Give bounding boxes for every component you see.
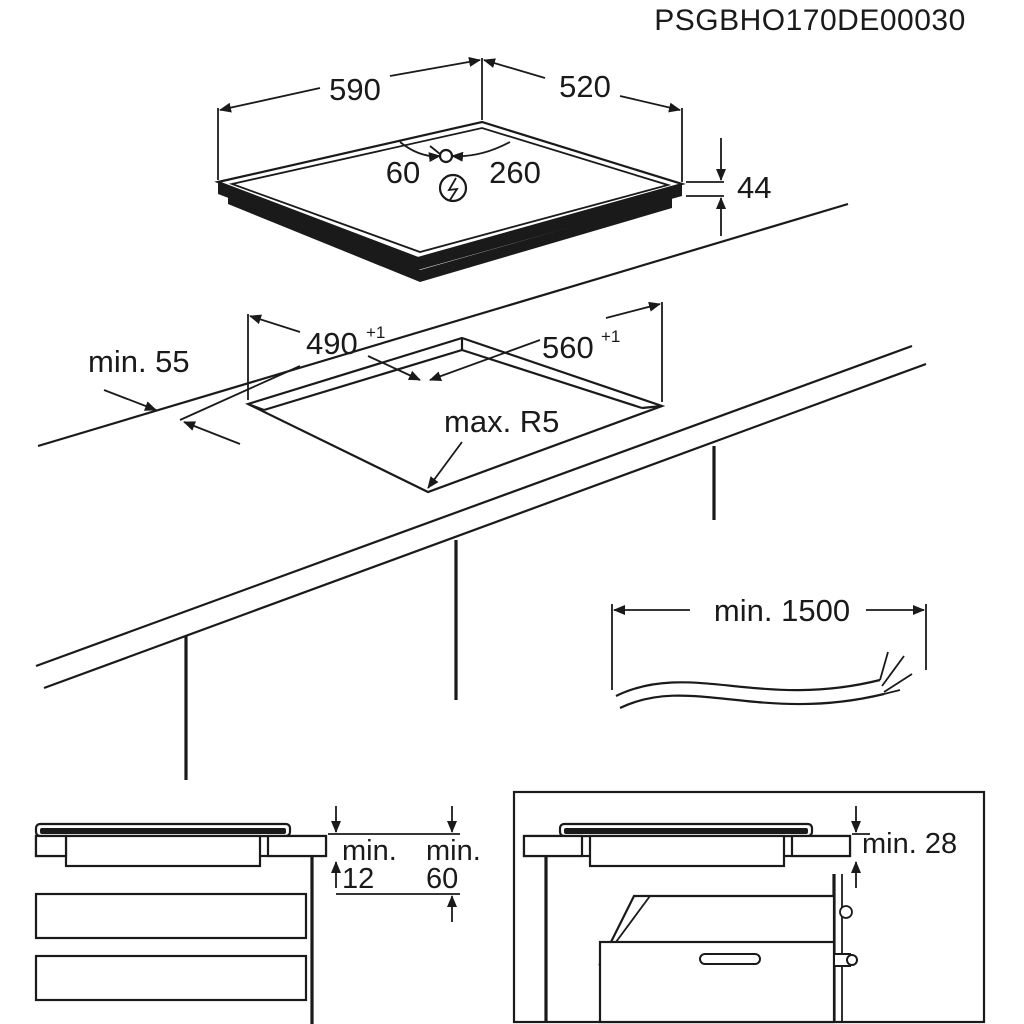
connection-offset-side-label: 60 [386, 155, 420, 190]
cutout-width-arrow-left [249, 314, 301, 333]
cutout-dimensions: 490 +1 560 +1 max. R5 min. 55 [88, 301, 663, 489]
cutout-width-label: 490 [306, 326, 358, 361]
width-dim-line-left [219, 87, 321, 113]
edge-distance-arrow-bottom [183, 421, 241, 445]
section-left-hob-body [64, 834, 262, 868]
cutout-width-tolerance: +1 [366, 323, 385, 342]
section-left-drawer-1 [34, 892, 308, 940]
cutout-depth-tolerance: +1 [601, 327, 620, 346]
min-value-2: 60 [426, 863, 458, 895]
corner-radius-arrow [427, 441, 463, 489]
worktop-illustration [35, 202, 927, 780]
hob-underside-left [228, 194, 420, 282]
depth-dim-line-left [483, 58, 546, 79]
cutout-depth-arrow-right [605, 301, 661, 319]
connection-point [438, 148, 454, 164]
reference-code: PSGBHO170DE00030 [654, 4, 966, 37]
worktop-front-edge-top [35, 344, 913, 668]
edge-distance-arrow-top [103, 389, 157, 411]
corner-radius-label: max. R5 [444, 404, 559, 439]
hob-glass-outline [228, 127, 672, 253]
depth-dim-line-right [619, 95, 681, 113]
connection-offset-back-label: 260 [489, 155, 541, 190]
cable-lower [619, 692, 885, 709]
hob-underside-right [420, 198, 672, 282]
hob-width-label: 590 [329, 72, 381, 107]
cutout-depth-arrow-left [429, 339, 541, 381]
min-label-2: min. [426, 835, 481, 867]
section-right-hob-body [588, 834, 786, 868]
cable-illustration: min. 1500 [611, 593, 927, 709]
hob-edge-left [218, 182, 418, 270]
electrical-symbol-icon [438, 173, 468, 203]
cutout-width-arrow-right [367, 355, 421, 381]
section-left-drawer-2 [34, 954, 308, 1002]
edge-distance-label: min. 55 [88, 344, 190, 379]
section-right-clearance-label: min. 28 [862, 828, 957, 860]
section-right: min. 28 [512, 790, 986, 1024]
width-dim-line-right [389, 57, 481, 77]
hob-depth-label: 520 [559, 69, 611, 104]
min-label-1: min. [342, 835, 397, 867]
cutout-depth-label: 560 [542, 330, 594, 365]
hob-edge-right [418, 184, 682, 270]
hob-dimensions: 590 520 44 60 260 [217, 57, 771, 236]
cable-upper [615, 678, 881, 697]
hob-illustration [214, 120, 686, 282]
cable-length-label: min. 1500 [714, 593, 850, 628]
section-left: min. 12 min. 60 [34, 806, 481, 1024]
worktop-front-edge-bottom [43, 362, 927, 690]
hob-height-label: 44 [737, 170, 771, 205]
worktop-back-edge [37, 202, 849, 448]
min-value-1: 12 [342, 863, 374, 895]
oven-handle [699, 953, 761, 965]
